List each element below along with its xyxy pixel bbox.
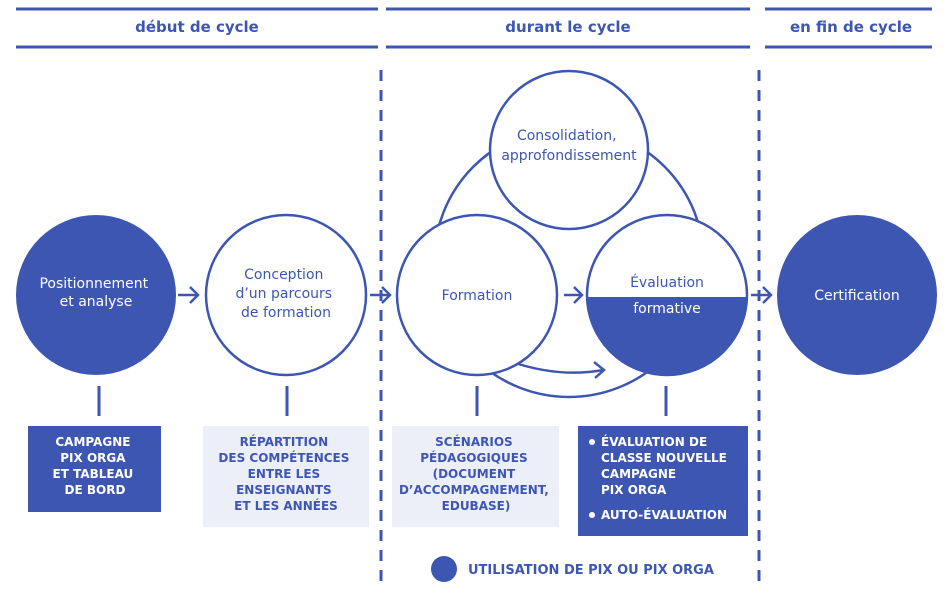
evaluation-label-top: Évaluation xyxy=(630,274,704,291)
circle-consolidation: Consolidation, approfondissement xyxy=(488,69,650,231)
circle-certification: Certification xyxy=(777,215,937,375)
box-scenarios: SCÉNARIOS PÉDAGOGIQUES (DOCUMENT D’ACCOM… xyxy=(392,426,559,527)
legend-dot-icon xyxy=(431,556,457,582)
box-evaluation-items: ÉVALUATION DE CLASSE NOUVELLE CAMPAGNE P… xyxy=(578,426,748,536)
phase-header-debut: début de cycle xyxy=(16,7,378,49)
circle-evaluation: Évaluation formative xyxy=(585,213,749,377)
phase-label-durant: durant le cycle xyxy=(505,18,630,36)
evaluation-item-2: AUTO-ÉVALUATION xyxy=(601,507,727,522)
bullet-icon xyxy=(589,439,595,445)
legend: UTILISATION DE PIX OU PIX ORGA xyxy=(431,556,714,582)
arrow-conception-formation xyxy=(370,286,392,304)
certification-label: Certification xyxy=(814,288,899,304)
phase-header-durant: durant le cycle xyxy=(386,7,750,49)
legend-label: UTILISATION DE PIX OU PIX ORGA xyxy=(468,563,714,578)
phase-label-debut: début de cycle xyxy=(135,18,259,36)
evaluation-item-1: ÉVALUATION DE CLASSE NOUVELLE CAMPAGNE P… xyxy=(601,434,731,497)
consolidation-label: Consolidation, approfondissement xyxy=(501,128,637,164)
campagne-text: CAMPAGNE PIX ORGA ET TABLEAU DE BORD xyxy=(53,435,138,497)
arrow-formation-evaluation-curve xyxy=(511,360,606,379)
arrow-formation-evaluation xyxy=(564,286,584,304)
conception-label: Conception d’un parcours de formation xyxy=(235,267,336,321)
bullet-icon xyxy=(589,512,595,518)
circle-formation: Formation xyxy=(395,213,559,377)
phase-header-fin: en fin de cycle xyxy=(765,7,932,49)
phase-label-fin: en fin de cycle xyxy=(790,18,912,36)
circle-positionnement: Positionnement et analyse xyxy=(16,215,176,375)
box-campagne: CAMPAGNE PIX ORGA ET TABLEAU DE BORD xyxy=(28,426,161,512)
evaluation-label-bottom: formative xyxy=(633,301,701,317)
arrow-evaluation-certification xyxy=(751,286,773,304)
arrow-positionnement-conception xyxy=(178,286,200,304)
repartition-text: RÉPARTITION DES COMPÉTENCES ENTRE LES EN… xyxy=(218,434,353,513)
positionnement-label: Positionnement et analyse xyxy=(39,276,152,310)
box-repartition: RÉPARTITION DES COMPÉTENCES ENTRE LES EN… xyxy=(203,426,369,527)
circle-conception: Conception d’un parcours de formation xyxy=(204,213,368,377)
formation-label: Formation xyxy=(442,288,513,304)
scenarios-text: SCÉNARIOS PÉDAGOGIQUES (DOCUMENT D’ACCOM… xyxy=(399,434,553,513)
